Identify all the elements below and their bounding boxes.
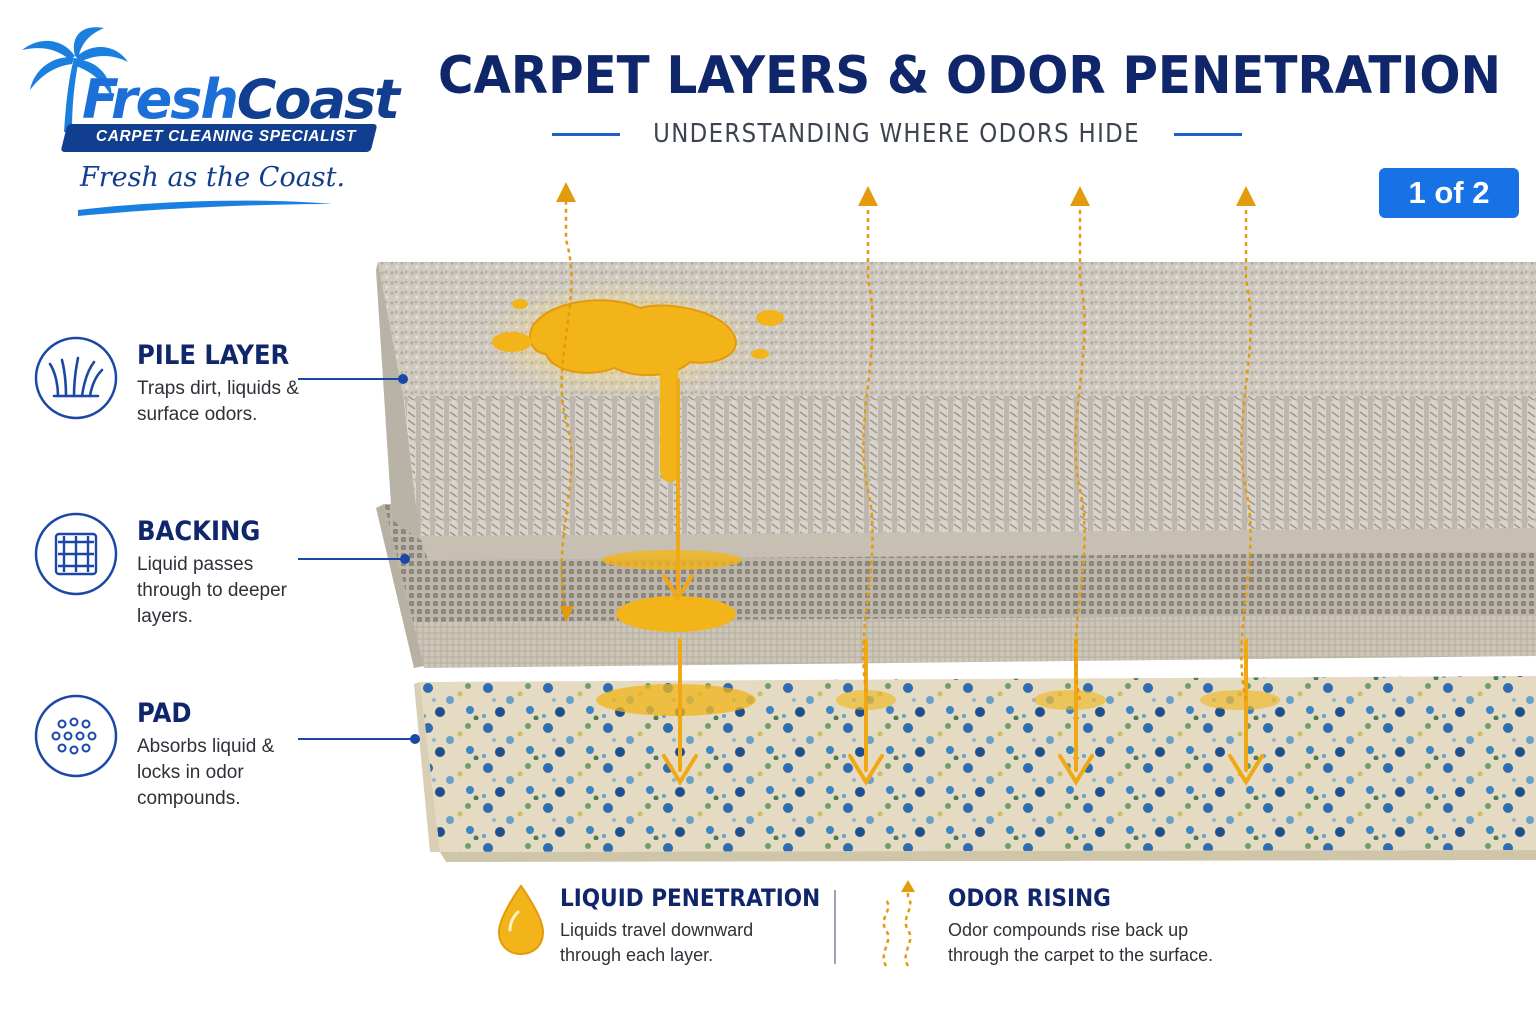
wavy-arrow-up-icon <box>872 880 922 968</box>
legend-description: Liquids travel downward through each lay… <box>560 918 849 968</box>
pad-layer-block <box>414 676 1536 862</box>
legend-liquid-penetration: LIQUID PENETRATION Liquids travel downwa… <box>560 884 849 968</box>
legend-line: through each layer. <box>560 943 849 968</box>
backing-connector-line <box>298 558 406 560</box>
legend-divider <box>834 890 836 964</box>
legend-title: LIQUID PENETRATION <box>560 884 820 912</box>
grass-fibers-icon <box>34 336 118 420</box>
pad-connector-line <box>298 738 416 740</box>
layer-name: PAD <box>137 698 192 729</box>
droplet-icon <box>496 884 546 956</box>
legend-description: Odor compounds rise back up through the … <box>948 918 1213 968</box>
layer-description: Traps dirt, liquids & surface odors. <box>137 376 317 428</box>
legend-line: through the carpet to the surface. <box>948 943 1213 968</box>
legend-line: Odor compounds rise back up <box>948 918 1213 943</box>
layer-label-pad: PAD Absorbs liquid & locks in odor compo… <box>34 694 404 818</box>
pile-connector-line <box>298 378 404 380</box>
layer-name: BACKING <box>137 516 260 547</box>
layer-name: PILE LAYER <box>137 340 289 371</box>
layer-description: Liquid passes through to deeper layers. <box>137 552 317 630</box>
legend-line: Liquids travel downward <box>560 918 849 943</box>
legend-odor-rising: ODOR RISING Odor compounds rise back up … <box>948 884 1213 968</box>
foam-dots-icon <box>34 694 118 778</box>
layer-label-pile: PILE LAYER Traps dirt, liquids & surface… <box>34 336 404 426</box>
layer-label-backing: BACKING Liquid passes through to deeper … <box>34 512 404 636</box>
layer-description: Absorbs liquid & locks in odor compounds… <box>137 734 317 812</box>
woven-grid-icon <box>34 512 118 596</box>
legend-title: ODOR RISING <box>948 884 1187 912</box>
